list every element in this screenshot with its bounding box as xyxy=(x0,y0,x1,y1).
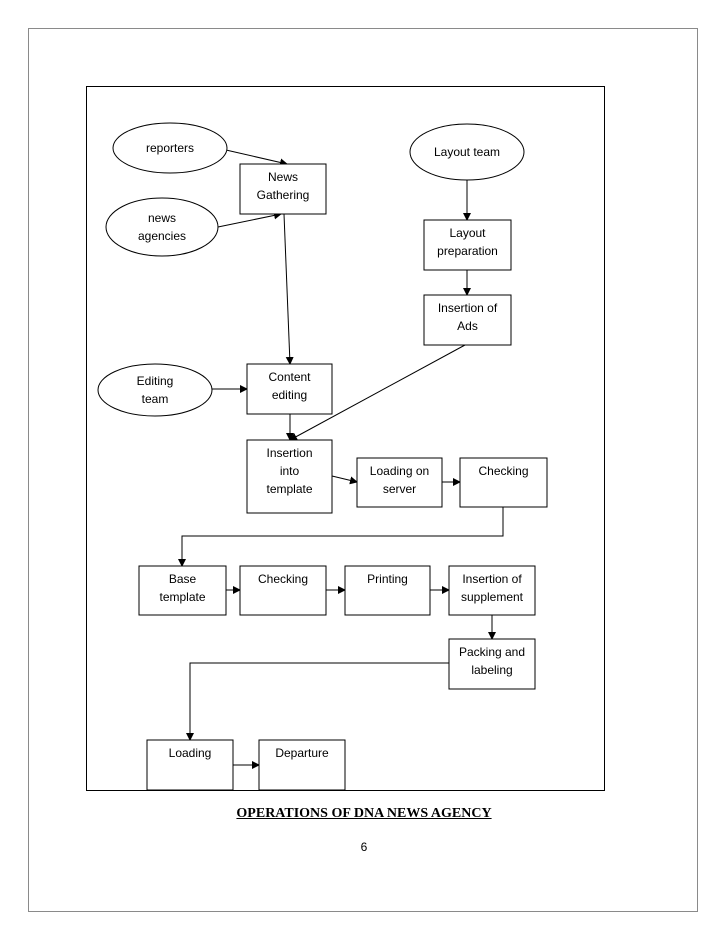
node-label-news-agencies: agencies xyxy=(138,229,186,243)
node-shape-layout-preparation xyxy=(423,219,512,271)
node-shape-news-agencies xyxy=(105,197,219,257)
node-checking-2: Checking xyxy=(239,565,327,616)
node-label-base-template: template xyxy=(159,590,205,604)
node-label-insertion-of-ads: Ads xyxy=(457,319,478,333)
arrow-insertion-of-ads-to-insertion-into-template xyxy=(289,344,466,441)
node-label-editing-team: Editing xyxy=(137,374,174,388)
node-shape-insertion-of-supplement xyxy=(448,565,536,616)
arrow-news-gathering-to-content-editing xyxy=(283,213,294,365)
node-label-layout-team: Layout team xyxy=(434,145,500,159)
node-label-reporters: reporters xyxy=(146,141,194,155)
node-shape-base-template xyxy=(138,565,227,616)
page-number: 6 xyxy=(360,840,368,854)
node-printing: Printing xyxy=(344,565,431,616)
node-editing-team: Editing team xyxy=(97,363,213,417)
node-label-content-editing: editing xyxy=(272,388,307,402)
node-shape-content-editing xyxy=(246,363,333,415)
node-insertion-of-ads: Insertion of Ads xyxy=(423,294,512,346)
node-shape-editing-team xyxy=(97,363,213,417)
node-checking-1: Checking xyxy=(459,457,548,508)
node-label-insertion-of-supplement: Insertion of xyxy=(462,572,522,586)
node-loading: Loading xyxy=(146,739,234,791)
node-insertion-into-template: Insertion into template xyxy=(246,439,333,514)
node-label-layout-preparation: Layout xyxy=(449,226,486,240)
node-label-departure: Departure xyxy=(275,746,329,760)
node-loading-on-server: Loading on server xyxy=(356,457,443,508)
node-insertion-of-supplement: Insertion of supplement xyxy=(448,565,536,616)
node-shape-loading xyxy=(146,739,234,791)
arrow-insertion-into-template-to-loading-on-server xyxy=(331,475,358,485)
page-border xyxy=(28,28,698,912)
node-label-insertion-into-template: into xyxy=(280,464,300,478)
node-shape-insertion-into-template xyxy=(246,439,333,514)
node-label-checking-1: Checking xyxy=(478,464,528,478)
node-departure: Departure xyxy=(258,739,346,791)
node-layout-preparation: Layout preparation xyxy=(423,219,512,271)
node-label-printing: Printing xyxy=(367,572,408,586)
node-label-checking-2: Checking xyxy=(258,572,308,586)
node-reporters: reporters xyxy=(112,122,228,174)
node-label-insertion-into-template: Insertion xyxy=(266,446,312,460)
node-label-base-template: Base xyxy=(169,572,197,586)
node-label-layout-preparation: preparation xyxy=(437,244,498,258)
node-label-insertion-into-template: template xyxy=(266,482,312,496)
node-content-editing: Content editing xyxy=(246,363,333,415)
node-label-news-gathering: Gathering xyxy=(257,188,310,202)
node-label-news-gathering: News xyxy=(268,170,298,184)
node-label-packing-and-labeling: labeling xyxy=(471,663,512,677)
node-label-loading: Loading xyxy=(169,746,212,760)
node-news-agencies: news agencies xyxy=(105,197,219,257)
node-shape-news-gathering xyxy=(239,163,327,215)
node-label-insertion-of-supplement: supplement xyxy=(461,590,524,604)
node-layout-team: Layout team xyxy=(409,123,525,181)
arrow-news-agencies-to-news-gathering xyxy=(217,211,282,228)
node-shape-reporters xyxy=(112,122,228,174)
node-shape-insertion-of-ads xyxy=(423,294,512,346)
node-label-insertion-of-ads: Insertion of xyxy=(438,301,498,315)
node-shape-loading-on-server xyxy=(356,457,443,508)
node-shape-layout-team xyxy=(409,123,525,181)
node-label-packing-and-labeling: Packing and xyxy=(459,645,525,659)
node-base-template: Base template xyxy=(138,565,227,616)
node-label-loading-on-server: server xyxy=(383,482,416,496)
node-shape-departure xyxy=(258,739,346,791)
node-label-editing-team: team xyxy=(142,392,169,406)
arrow-checking-1-to-base-template xyxy=(178,507,504,567)
node-label-content-editing: Content xyxy=(268,370,311,384)
arrow-packing-and-labeling-to-loading xyxy=(186,662,449,741)
node-shape-checking-2 xyxy=(239,565,327,616)
node-shape-packing-and-labeling xyxy=(448,638,536,690)
diagram-caption: OPERATIONS OF DNA NEWS AGENCY xyxy=(236,806,492,821)
node-label-loading-on-server: Loading on xyxy=(370,464,429,478)
node-shape-checking-1 xyxy=(459,457,548,508)
node-packing-and-labeling: Packing and labeling xyxy=(448,638,536,690)
arrow-reporters-to-news-gathering xyxy=(225,149,288,167)
node-label-news-agencies: news xyxy=(148,211,176,225)
node-shape-printing xyxy=(344,565,431,616)
